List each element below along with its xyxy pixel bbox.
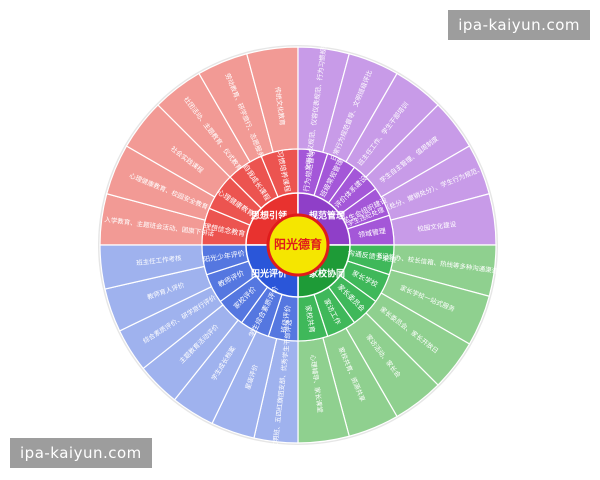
quadrant-title: 家校协同 <box>309 267 345 279</box>
quadrant-title: 规范管理 <box>309 210 345 222</box>
watermark-top: ipa-kaiyun.com <box>448 10 590 40</box>
watermark-bottom: ipa-kaiyun.com <box>10 438 152 468</box>
sub-segment-label: 领域管理 <box>357 226 386 239</box>
sub-segment-label: 班级评价 <box>279 304 292 333</box>
center-disc <box>266 213 330 277</box>
quadrant-2: 家校协同 <box>297 244 497 444</box>
quadrant-1: 规范管理 <box>297 46 497 246</box>
center-label: 阳光德育 <box>274 237 322 252</box>
quadrant-0: 思想引领 <box>99 46 299 246</box>
quadrant-title: 思想引领 <box>251 210 287 222</box>
quadrant-title: 阳光评价 <box>251 267 288 279</box>
quadrant-3: 阳光评价 <box>99 244 299 444</box>
sub-segment-label: 家校共育 <box>304 304 317 333</box>
